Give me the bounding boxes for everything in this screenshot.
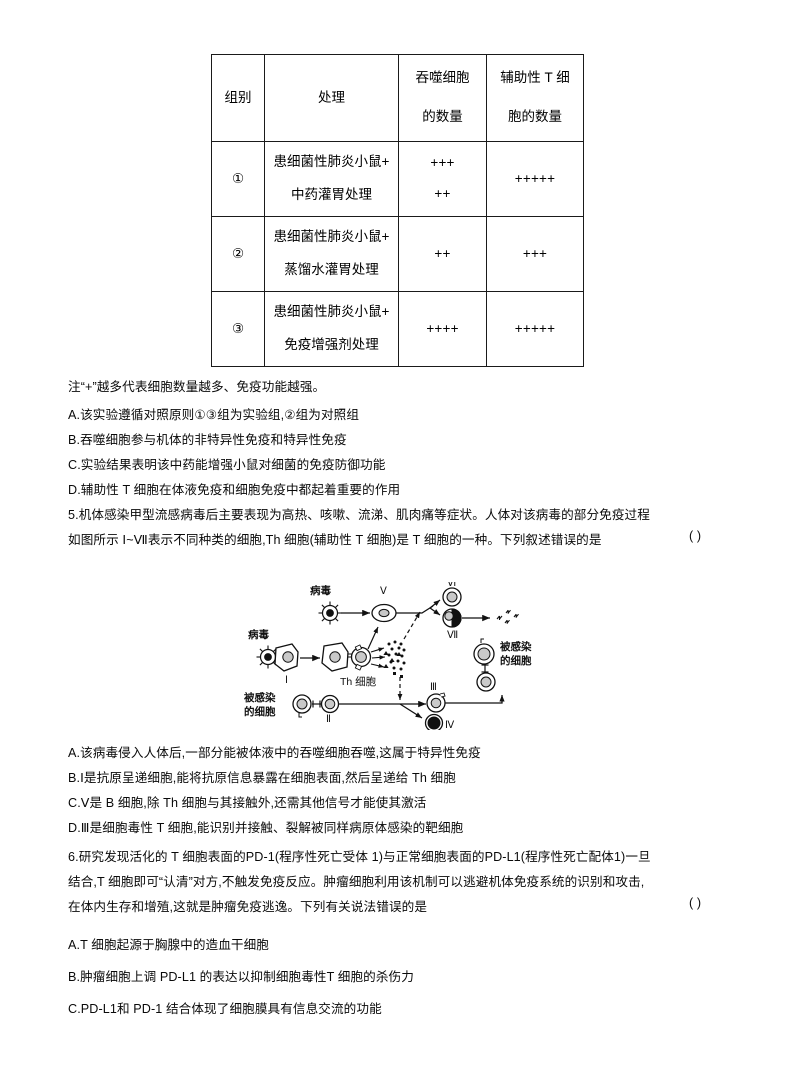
cell-vii-icon [442, 608, 462, 628]
q5-option-b: B.Ⅰ是抗原呈递细胞,能将抗原信息暴露在细胞表面,然后呈递给 Th 细胞 [68, 771, 456, 785]
header-helper-t-count: 辅助性 T 细 胞的数量 [486, 54, 584, 142]
row2-group: ② [211, 216, 265, 292]
row1-group: ① [211, 141, 265, 217]
q5-option-a: A.该病毒侵入人体后,一部分能被体液中的吞噬细胞吞噬,这属于特异性免疫 [68, 746, 481, 760]
q4-option-a: A.该实验遵循对照原则①③组为实验组,②组为对照组 [68, 408, 360, 422]
header-group: 组别 [211, 54, 265, 142]
header-phagocyte-line1: 吞噬细胞 [415, 70, 470, 86]
diagram-label-infected-left-line2: 的细胞 [244, 705, 276, 718]
row2-treatment-line2: 蒸馏水灌胃处理 [284, 262, 379, 277]
row1-phagocyte-line2: ++ [434, 186, 451, 201]
antibody-icons [496, 609, 519, 624]
header-helper-t-line2: 胞的数量 [508, 109, 562, 124]
experiment-table-container: 组别 处理 吞噬细胞 的数量 辅助性 T 细 胞的数量 ① 患细菌性肺炎小鼠+ [211, 54, 584, 367]
q4-option-b: B.吞噬细胞参与机体的非特异性免疫和特异性免疫 [68, 433, 347, 447]
cell-vi-icon [442, 587, 462, 607]
table-row: ② 患细菌性肺炎小鼠+ 蒸馏水灌胃处理 ++ +++ [211, 216, 584, 292]
q5-option-d: D.Ⅲ是细胞毒性 T 细胞,能识别并接触、裂解被同样病原体感染的靶细胞 [68, 821, 464, 835]
row3-treatment-line2: 免疫增强剂处理 [284, 337, 379, 352]
q6-stem-line2: 结合,T 细胞即可“认清”对方,不触发免疫反应。肿瘤细胞利用该机制可以逃避机体免… [68, 875, 645, 889]
diagram-label-infected-right-line1: 被感染 [500, 640, 532, 653]
cell-v-icon [371, 603, 397, 623]
q6-option-c: C.PD-L1和 PD-1 结合体现了细胞膜具有信息交流的功能 [68, 1002, 382, 1016]
antigen-presenting-cell-icon [321, 642, 353, 672]
row3-helper-t: +++++ [486, 291, 584, 367]
diagram-label-virus-left: 病毒 [248, 628, 269, 641]
diagram-label-th-cell: Th 细胞 [340, 675, 377, 688]
table-header-row: 组别 处理 吞噬细胞 的数量 辅助性 T 细 胞的数量 [211, 54, 584, 142]
row2-treatment: 患细菌性肺炎小鼠+ 蒸馏水灌胃处理 [264, 216, 399, 292]
table-row: ③ 患细菌性肺炎小鼠+ 免疫增强剂处理 ++++ +++++ [211, 291, 584, 367]
diagram-label-virus-top: 病毒 [310, 584, 331, 597]
header-phagocyte-count: 吞噬细胞 的数量 [398, 54, 487, 142]
diagram-label-cell-vii: Ⅶ [447, 630, 458, 641]
row1-helper-t: +++++ [486, 141, 584, 217]
cell-iv-icon [424, 713, 444, 730]
infected-cell-left-icon [292, 694, 312, 718]
target-cell-icon [476, 672, 496, 692]
header-helper-t-line1: 辅助性 T 细 [500, 70, 570, 86]
row1-treatment: 患细菌性肺炎小鼠+ 中药灌胃处理 [264, 141, 399, 217]
row3-phagocyte: ++++ [398, 291, 487, 367]
diagram-label-infected-right-line2: 的细胞 [500, 654, 532, 667]
q6-option-b: B.肿瘤细胞上调 PD-L1 的表达以抑制细胞毒性T 细胞的杀伤力 [68, 970, 414, 984]
row1-phagocyte: +++ ++ [398, 141, 487, 217]
header-phagocyte-line2: 的数量 [422, 109, 463, 124]
cell-ii-icon [320, 694, 340, 714]
infected-cell-right-icon [473, 638, 495, 665]
cell-i-icon [274, 643, 299, 672]
table-row: ① 患细菌性肺炎小鼠+ 中药灌胃处理 +++ ++ +++++ [211, 141, 584, 217]
q5-option-c: C.Ⅴ是 B 细胞,除 Th 细胞与其接触外,还需其他信号才能使其激活 [68, 796, 427, 810]
virus-icon-top [318, 601, 342, 625]
diagram-label-cell-vi: Ⅵ [447, 582, 456, 589]
row2-phagocyte: ++ [398, 216, 487, 292]
diagram-label-infected-left-line1: 被感染 [244, 691, 276, 704]
diagram-label-cell-i: Ⅰ [285, 675, 288, 686]
q4-option-c: C.实验结果表明该中药能增强小鼠对细菌的免疫防御功能 [68, 458, 386, 472]
diagram-label-cell-iv: Ⅳ [445, 720, 455, 730]
row3-treatment-line1: 患细菌性肺炎小鼠+ [273, 304, 390, 320]
q6-stem-line3: 在体内生存和增殖,这就是肿瘤免疫逃逸。下列有关说法错误的是 [68, 900, 428, 914]
q6-stem-line1: 6.研究发现活化的 T 细胞表面的PD-1(程序性死亡受体 1)与正常细胞表面的… [68, 850, 651, 864]
row1-phagocyte-line1: +++ [430, 155, 455, 171]
row3-treatment: 患细菌性肺炎小鼠+ 免疫增强剂处理 [264, 291, 399, 367]
th-cell-icon [350, 644, 372, 671]
row1-treatment-line1: 患细菌性肺炎小鼠+ [273, 154, 390, 170]
q6-answer-parenthesis: ( ) [689, 896, 702, 910]
cytokine-particles [383, 640, 406, 678]
q6-option-a: A.T 细胞起源于胸腺中的造血干细胞 [68, 938, 269, 952]
table-note: 注“+”越多代表细胞数量越多、免疫功能越强。 [68, 380, 326, 394]
q5-stem-line2: 如图所示 Ⅰ~Ⅶ表示不同种类的细胞,Th 细胞(辅助性 T 细胞)是 T 细胞的… [68, 533, 602, 547]
row2-helper-t: +++ [486, 216, 584, 292]
diagram-label-cell-ii: Ⅱ [326, 714, 331, 725]
q4-option-d: D.辅助性 T 细胞在体液免疫和细胞免疫中都起着重要的作用 [68, 483, 401, 497]
immune-process-diagram: 病毒 病毒 Ⅰ Th 细胞 Ⅴ Ⅵ Ⅶ Ⅱ Ⅲ Ⅳ 被感染 的细胞 被感染 的细… [244, 582, 564, 730]
q5-answer-parenthesis: ( ) [689, 529, 702, 543]
diagram-label-cell-v: Ⅴ [380, 586, 387, 597]
experiment-table: 组别 处理 吞噬细胞 的数量 辅助性 T 细 胞的数量 ① 患细菌性肺炎小鼠+ [211, 54, 584, 367]
diagram-label-cell-iii: Ⅲ [430, 682, 437, 693]
q5-stem-line1: 5.机体感染甲型流感病毒后主要表现为高热、咳嗽、流涕、肌肉痛等症状。人体对该病毒… [68, 508, 650, 522]
row1-treatment-line2: 中药灌胃处理 [291, 187, 372, 202]
cell-iii-icon [426, 692, 446, 713]
header-treatment: 处理 [264, 54, 399, 142]
row2-treatment-line1: 患细菌性肺炎小鼠+ [273, 229, 390, 245]
row3-group: ③ [211, 291, 265, 367]
